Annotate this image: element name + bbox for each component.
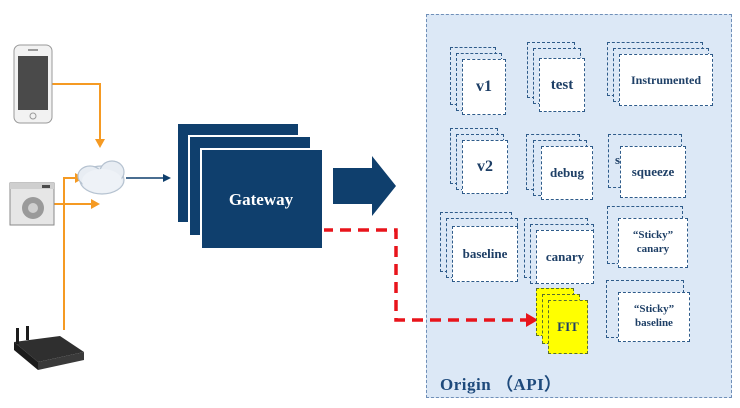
- redirect-line: [322, 228, 528, 322]
- gateway-label: Gateway: [228, 190, 294, 209]
- origin-label: Origin （API）: [440, 375, 562, 394]
- card-test: [539, 58, 585, 112]
- card-instrumented-label: Instrumented: [630, 72, 701, 87]
- card-v1-label: v1: [476, 78, 492, 95]
- card-canary-label: canary: [545, 248, 585, 264]
- sticky-canary-line1: “Sticky”: [632, 229, 674, 242]
- card-debug-label: debug: [550, 164, 584, 180]
- card-canary: [536, 230, 594, 284]
- cloud-icon: [77, 160, 125, 195]
- card-debug: [541, 146, 593, 200]
- sticky-baseline-line2: baseline: [635, 317, 673, 329]
- card-sticky-baseline: [618, 292, 690, 342]
- arrowhead: [91, 199, 100, 209]
- card-squeeze-label: squeeze: [631, 163, 675, 179]
- smartphone-icon: [13, 44, 53, 129]
- card-v1: [462, 59, 506, 115]
- card-instrumented: [619, 54, 713, 106]
- phone-connection: [52, 83, 101, 140]
- redirect-arrowhead: [526, 313, 538, 327]
- card-squeeze: [620, 146, 686, 198]
- arrowhead: [163, 174, 171, 182]
- card-baseline-label: baseline: [462, 245, 508, 261]
- card-test-label: test: [550, 76, 574, 93]
- gateway-to-origin-arrow: [333, 156, 396, 216]
- arrowhead: [95, 139, 105, 148]
- sticky-canary-line2: canary: [636, 243, 670, 255]
- sticky-baseline-line1: “Sticky”: [633, 303, 675, 316]
- card-fit: [548, 300, 588, 354]
- game-console-icon: [9, 182, 55, 231]
- router-icon: [8, 322, 88, 377]
- card-v2: [462, 140, 508, 194]
- card-squeeze-peek: s: [615, 152, 621, 167]
- card-sticky-canary: [618, 218, 688, 268]
- client-connections: [52, 83, 101, 330]
- card-fit-label: FIT: [557, 318, 579, 334]
- device-connection: [63, 177, 76, 250]
- gateway-box: [200, 148, 324, 250]
- card-sticky-baseline-label: “Sticky” baseline: [618, 292, 690, 342]
- card-v2-label: v2: [477, 158, 493, 175]
- card-sticky-canary-label: “Sticky” canary: [618, 218, 688, 268]
- card-baseline: [452, 226, 518, 282]
